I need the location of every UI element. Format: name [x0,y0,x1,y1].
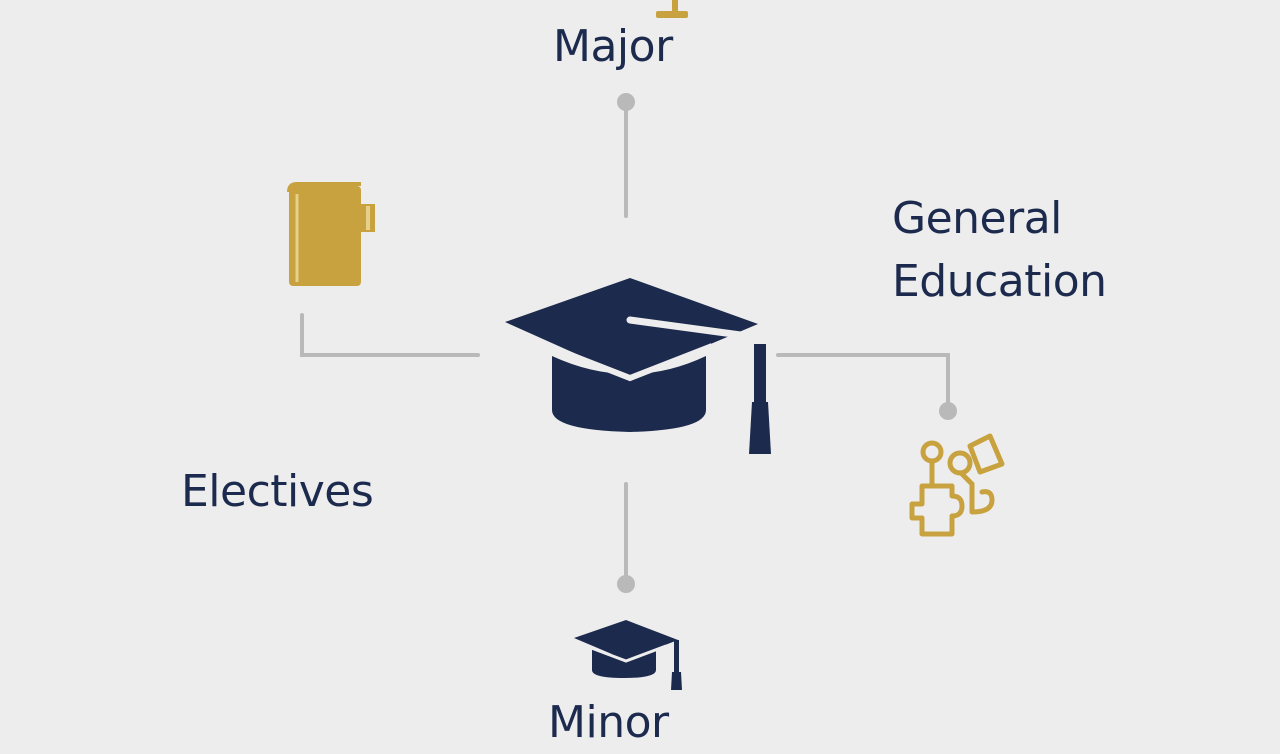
trophy-icon [656,0,688,18]
connector-electives [300,313,480,357]
curriculum-diagram [287,0,1005,690]
book-icon [287,182,375,286]
node-label-general-education-line2: Education [892,256,1107,307]
connector-dots [617,93,957,593]
node-label-minor: Minor [548,697,669,748]
connector-general-education [776,353,950,412]
node-label-general-education-line1: General [892,193,1062,244]
connector-dot-general-education [939,402,957,420]
node-label-major: Major [553,21,673,72]
small-graduation-cap-icon [574,620,682,690]
connector-dot-major [617,93,635,111]
graduation-cap-icon [505,278,771,454]
connectors [300,100,950,585]
node-label-electives: Electives [181,466,374,517]
puzzle-gears-icon [909,433,1005,537]
connector-dot-minor [617,575,635,593]
